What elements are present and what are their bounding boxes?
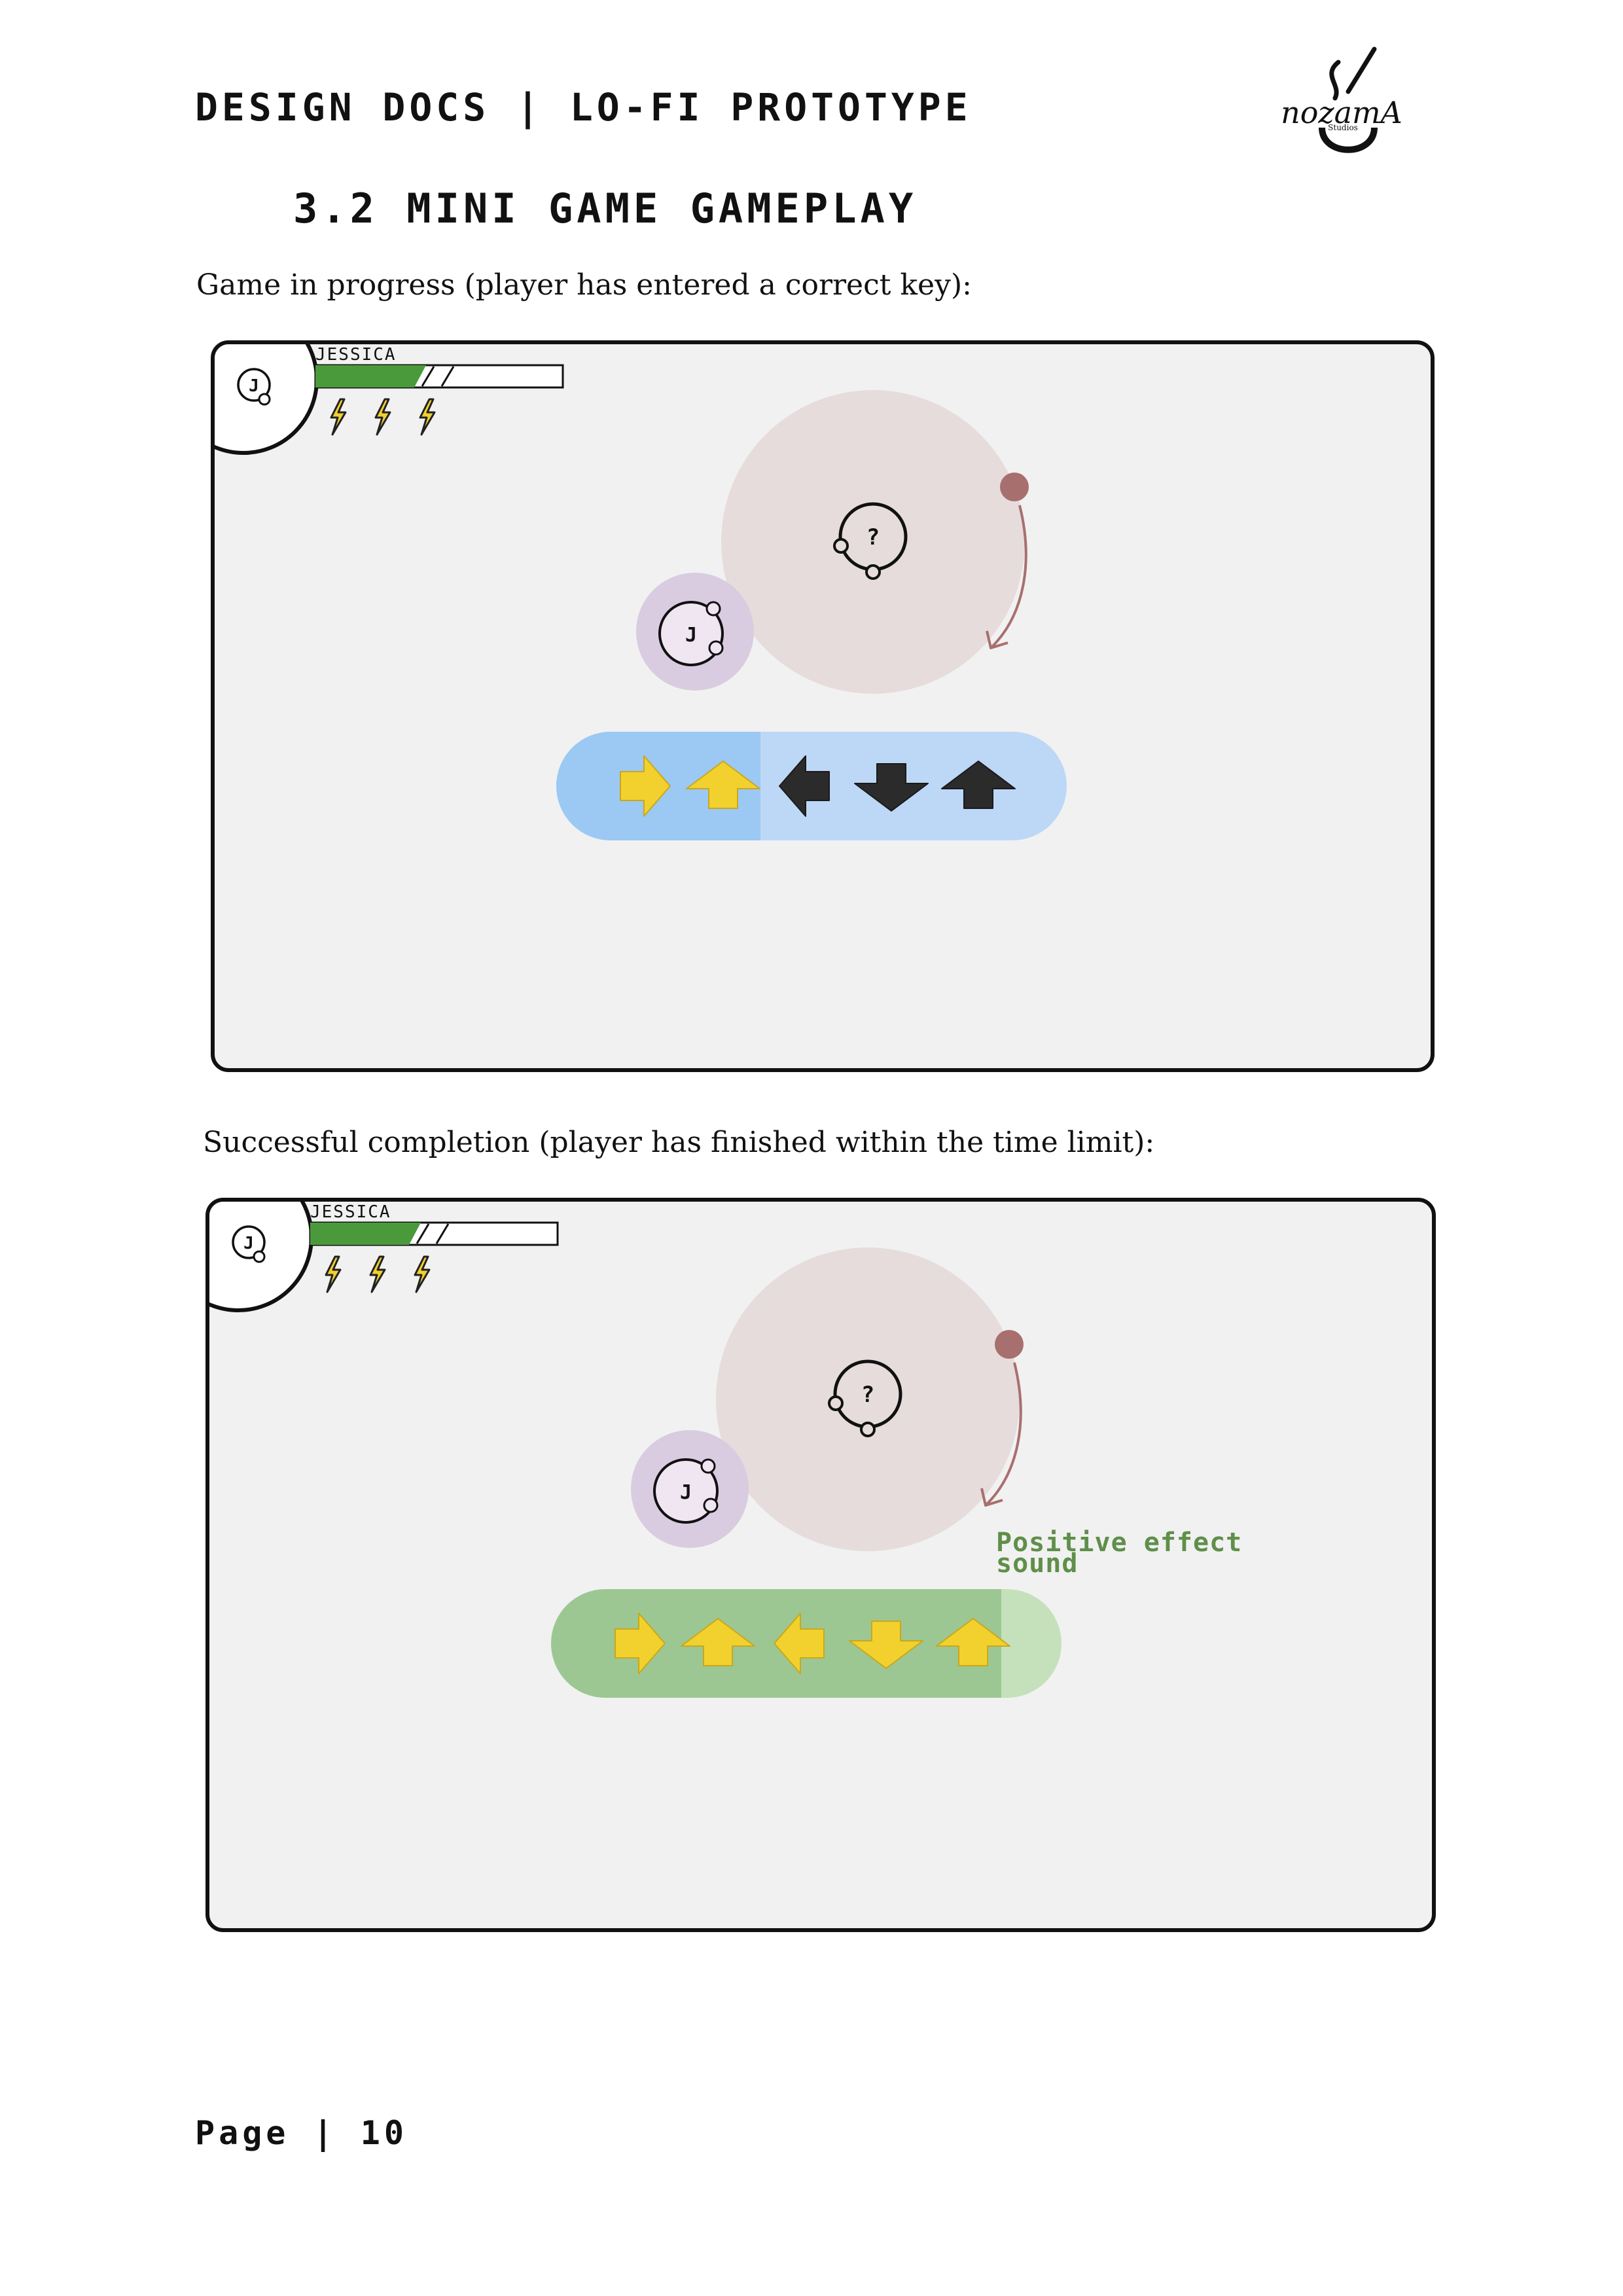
effect-label-line: Positive effect: [996, 1528, 1242, 1558]
energy-bolt-icon: [414, 1255, 431, 1293]
energy-bolt-icon: [374, 398, 391, 436]
hud-avatar-ear: [253, 1250, 266, 1263]
enemy-symbol: ?: [866, 524, 880, 550]
game-panel-in-progress: J JESSICA? J: [211, 340, 1435, 1072]
energy-bolt-icon: [330, 398, 347, 436]
panel-caption: Game in progress (player has entered a c…: [196, 268, 972, 302]
player-head: [653, 1458, 719, 1524]
timer-arrow-icon: [986, 630, 1008, 649]
player-name: JESSICA: [310, 1202, 391, 1222]
logo-subtitle: Studios: [1328, 123, 1358, 132]
panel-caption: Successful completion (player has finish…: [203, 1126, 1155, 1159]
timer-arrow-icon: [980, 1488, 1003, 1507]
player-head: [658, 601, 724, 666]
studio-logo: [1319, 46, 1378, 153]
page-footer: Page | 10: [195, 2114, 408, 2152]
logo-swoosh-icon: [1329, 46, 1377, 101]
arrow-down-icon: [849, 1621, 923, 1669]
effect-label-line: sound: [996, 1549, 1078, 1579]
arrow-up-icon: [681, 1618, 755, 1666]
player-letter: J: [685, 624, 697, 647]
hud-avatar-head: [237, 368, 271, 402]
panel-frame: [205, 1198, 1436, 1932]
logo-wordmark: nozamA: [1281, 95, 1402, 130]
arrow-up-icon: [941, 761, 1016, 809]
player-letter: J: [680, 1481, 692, 1504]
player-ear: [705, 601, 721, 617]
panel-content: J JESSICA? J: [215, 344, 1067, 840]
health-bar-tick: [435, 1223, 450, 1244]
health-bar-tick: [440, 366, 455, 387]
timer-dot: [995, 1330, 1024, 1359]
arrow-left-icon: [774, 1613, 825, 1674]
player-ear: [708, 640, 724, 656]
energy-bolt-icon: [369, 1255, 386, 1293]
timer-arc: [986, 1362, 1022, 1505]
health-bar-fill: [315, 365, 426, 387]
arrow-right-icon: [615, 1613, 666, 1674]
arrow-up-icon: [686, 761, 760, 809]
panel-frame: [211, 340, 1435, 1072]
hud-avatar-head: [232, 1225, 266, 1259]
player-ear: [700, 1458, 716, 1474]
player-name: JESSICA: [315, 345, 397, 365]
energy-bolt-icon: [419, 398, 436, 436]
document-header: DESIGN DOCS | LO-FI PROTOTYPE: [195, 85, 972, 130]
enemy-chin: [865, 564, 881, 580]
logo-underline-icon: [1319, 127, 1378, 153]
enemy-ear: [833, 538, 849, 554]
arrow-up-icon: [936, 1618, 1010, 1666]
enemy-ear: [828, 1395, 844, 1411]
section-title: 3.2 MINI GAME GAMEPLAY: [293, 185, 918, 232]
arrow-down-icon: [854, 763, 929, 812]
timer-arc: [991, 505, 1027, 648]
health-bar-tick: [421, 366, 435, 387]
arrow-left-icon: [779, 755, 830, 817]
enemy-symbol: ?: [861, 1382, 874, 1408]
arrow-right-icon: [620, 755, 671, 817]
health-bar-fill: [310, 1223, 421, 1245]
player-ear: [703, 1498, 719, 1513]
energy-bolt-icon: [325, 1255, 342, 1293]
hud-avatar-letter: J: [243, 1234, 254, 1253]
enemy-chin: [860, 1422, 876, 1437]
hud-avatar-letter: J: [249, 376, 259, 396]
hud-avatar-ear: [258, 393, 271, 406]
timer-dot: [1000, 473, 1029, 501]
health-bar-tick: [416, 1223, 430, 1244]
